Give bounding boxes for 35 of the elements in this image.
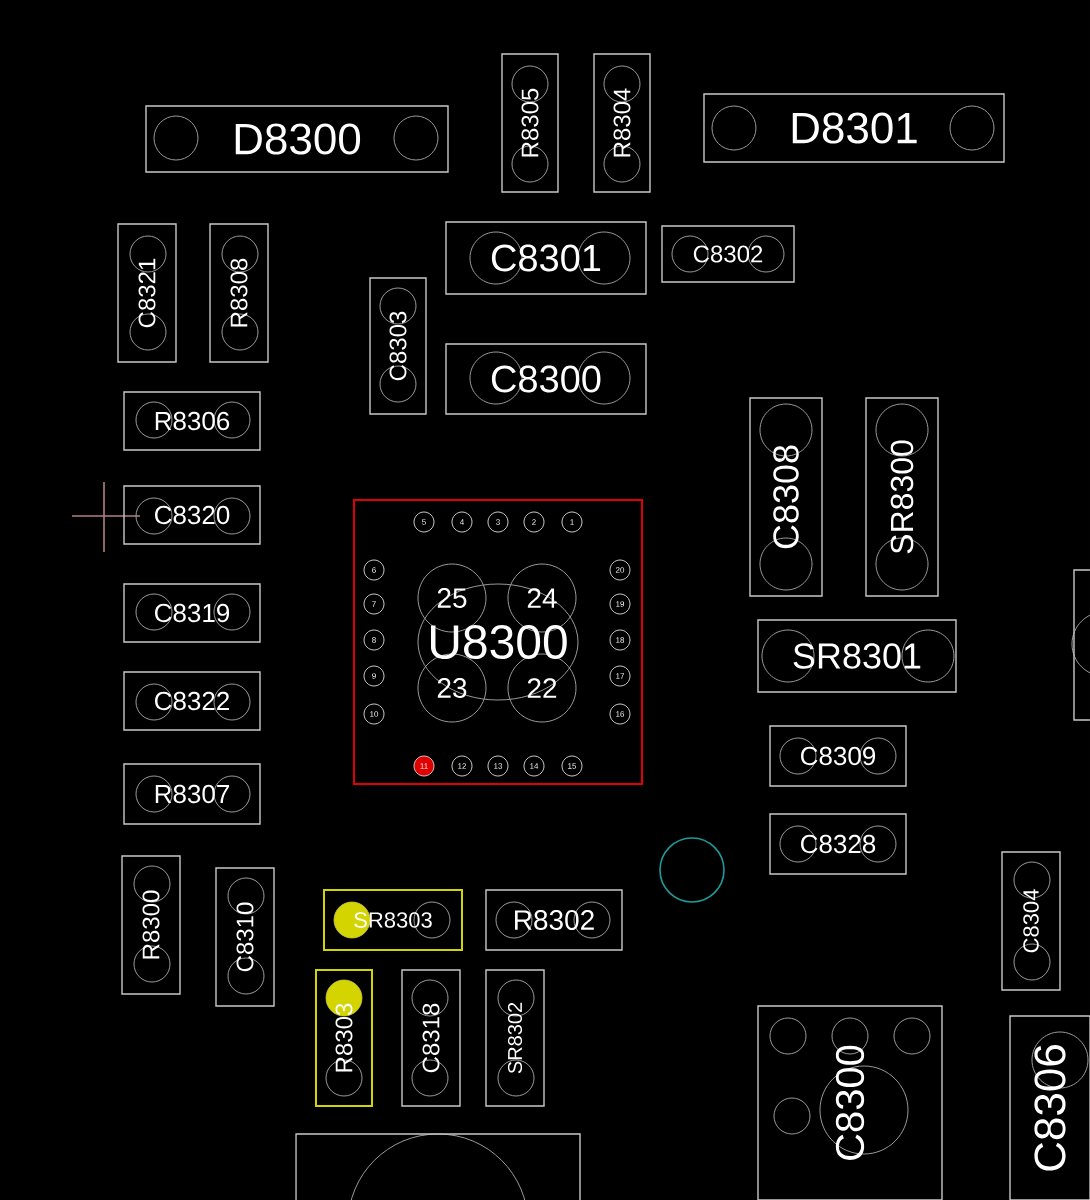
pin-number: 24 bbox=[527, 588, 557, 608]
component-footprint: R8308 bbox=[209, 223, 269, 363]
component-footprint: D8300 bbox=[145, 105, 449, 173]
component-footprint: R8305 bbox=[501, 53, 559, 193]
component-footprint: SR8301 bbox=[757, 619, 957, 693]
component-footprint: C8303 bbox=[369, 277, 427, 415]
component-footprint: D8301 bbox=[703, 93, 1005, 163]
component-footprint: R8306 bbox=[123, 391, 261, 451]
component-outline bbox=[1071, 569, 1090, 721]
component-footprint: C8319 bbox=[123, 583, 261, 643]
component-footprint: C8302 bbox=[661, 225, 795, 283]
component-footprint: R8300 bbox=[121, 855, 181, 995]
component-footprint: C8308 bbox=[749, 397, 823, 597]
component-footprint: C8320 bbox=[123, 485, 261, 545]
component-footprint: C8300 bbox=[757, 1005, 943, 1200]
component-footprint: C8328 bbox=[769, 813, 907, 875]
pin-number: 22 bbox=[527, 678, 557, 698]
component-footprint: C8301 bbox=[445, 221, 647, 295]
component-footprint: R8307 bbox=[123, 763, 261, 825]
component-footprint: R8302 bbox=[485, 889, 623, 951]
component-footprint: SR8302 bbox=[485, 969, 545, 1107]
component-footprint: C8318 bbox=[401, 969, 461, 1107]
pin-number: 25 bbox=[437, 588, 467, 608]
component-footprint: C8321 bbox=[117, 223, 177, 363]
component-footprint: C8322 bbox=[123, 671, 261, 731]
component-footprint: C8304 bbox=[1001, 851, 1061, 991]
component-footprint: C8309 bbox=[769, 725, 907, 787]
component-outline bbox=[295, 1133, 581, 1200]
component-footprint: C8306 bbox=[1009, 1015, 1090, 1200]
component-footprint: SR8300 bbox=[865, 397, 939, 597]
component-footprint: R8303 bbox=[315, 969, 373, 1107]
component-footprint: C8310 bbox=[215, 867, 275, 1007]
component-footprint: R8304 bbox=[593, 53, 651, 193]
pin-number: 23 bbox=[437, 678, 467, 698]
component-footprint: C8300 bbox=[445, 343, 647, 415]
